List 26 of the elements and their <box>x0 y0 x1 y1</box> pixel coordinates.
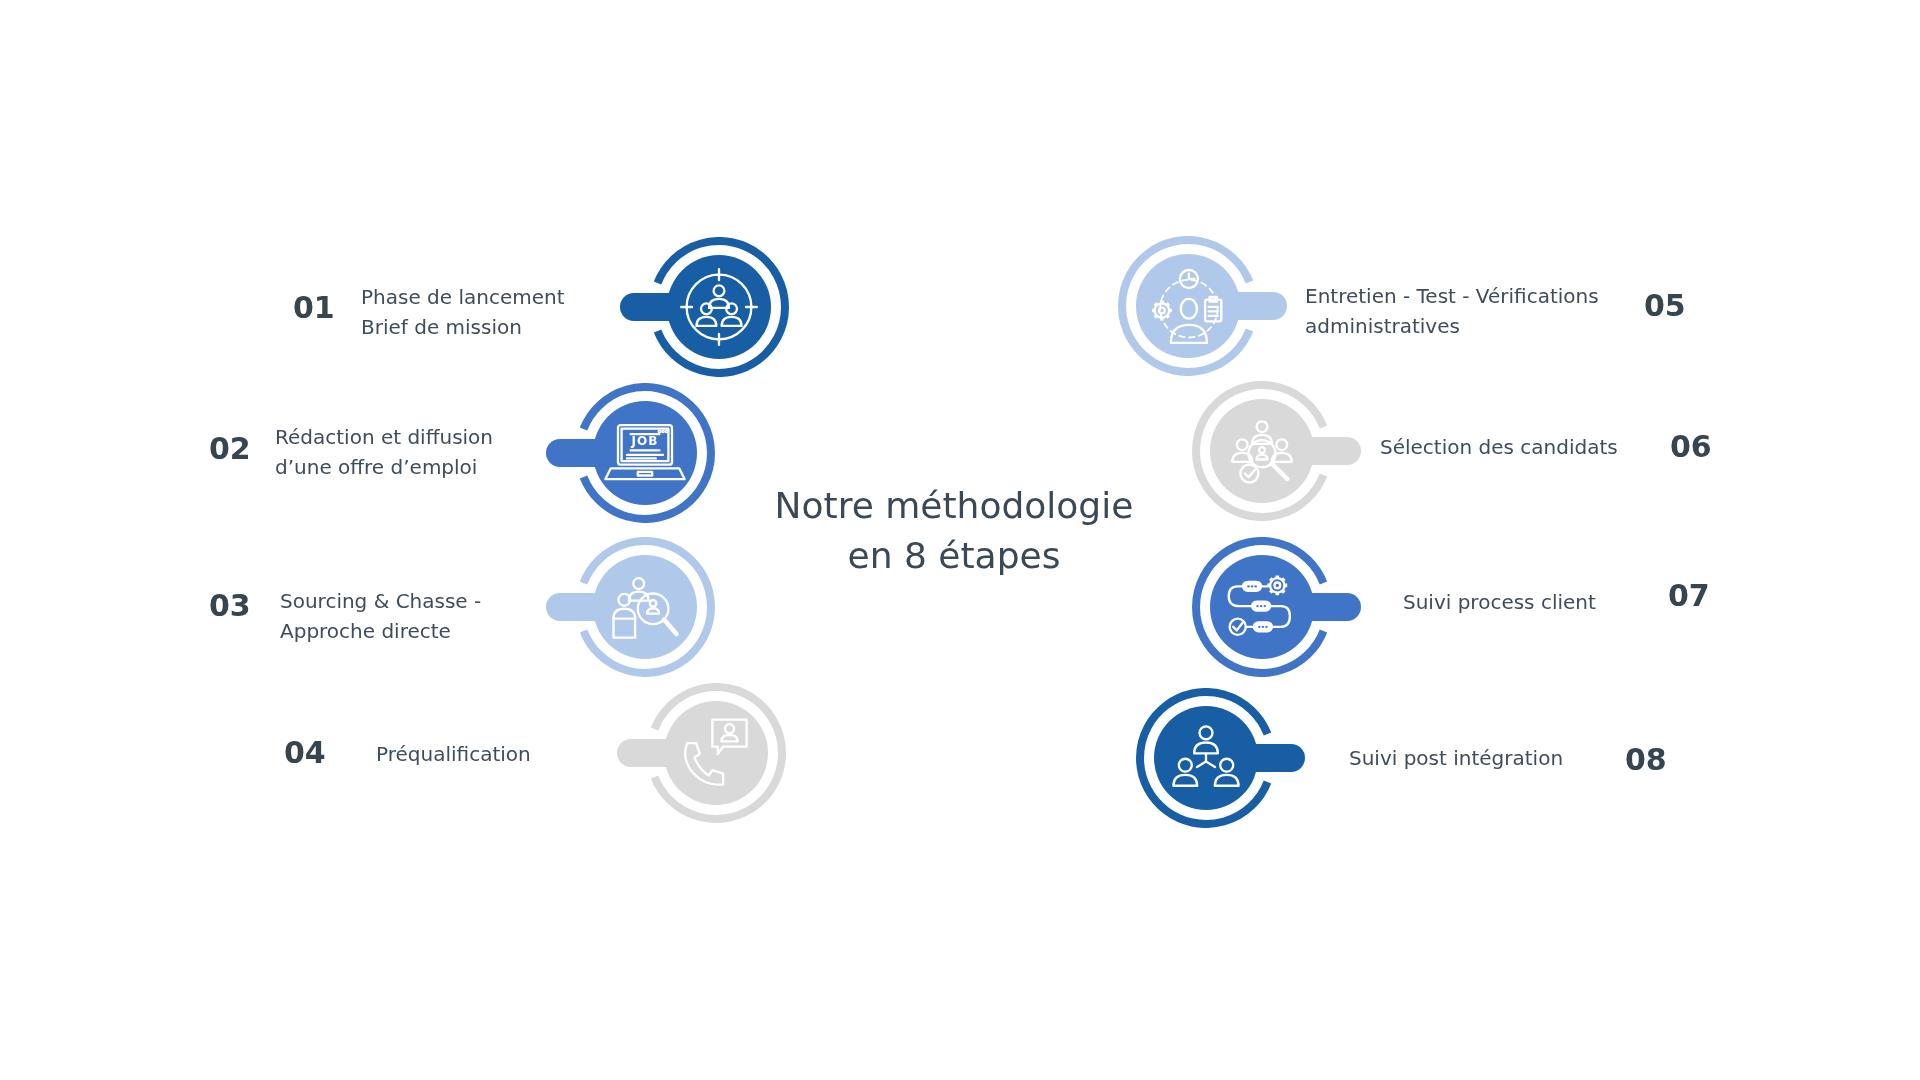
step-circle <box>546 537 715 677</box>
step-description: Sélection des candidats <box>1380 434 1618 461</box>
step-circle <box>617 683 786 823</box>
step-number: 06 <box>1670 429 1712 465</box>
step-description: Suivi process client <box>1403 589 1596 616</box>
screen-text: JOB <box>631 434 659 448</box>
step-description: Phase de lancement Brief de mission <box>361 284 566 341</box>
step-circle <box>1192 537 1361 677</box>
step-circle <box>1136 688 1305 828</box>
step-circle <box>620 237 789 377</box>
step-circle <box>1192 381 1361 521</box>
step-description: Préqualification <box>376 741 531 768</box>
step-description: Entretien - Test - Vérifications administratives <box>1305 283 1600 340</box>
step-circle <box>1118 236 1287 376</box>
step-number: 01 <box>293 290 335 326</box>
step-circle <box>546 383 715 523</box>
step-number: 08 <box>1625 742 1667 778</box>
step-number: 05 <box>1644 288 1686 324</box>
step-number: 02 <box>209 431 251 467</box>
step-number: 07 <box>1668 578 1710 614</box>
step-description: Suivi post intégration <box>1349 745 1564 772</box>
step-number: 04 <box>284 735 326 771</box>
step-description: Sourcing & Chasse - Approche directe <box>280 588 483 645</box>
diagram-title: Notre méthodologie en 8 étapes <box>773 484 1135 578</box>
step-number: 03 <box>209 588 251 624</box>
step-description: Rédaction et diffusion d’une offre d’emploi <box>275 424 495 481</box>
